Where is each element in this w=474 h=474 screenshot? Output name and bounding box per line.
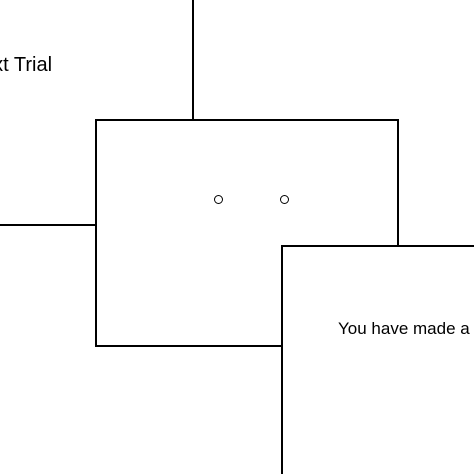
- feedback-screen: You have made a: [281, 245, 474, 474]
- left-circle-marker: [214, 195, 223, 204]
- next-trial-text: ext Trial: [0, 54, 53, 76]
- feedback-text: You have made a: [338, 319, 470, 338]
- right-circle-marker: [280, 195, 289, 204]
